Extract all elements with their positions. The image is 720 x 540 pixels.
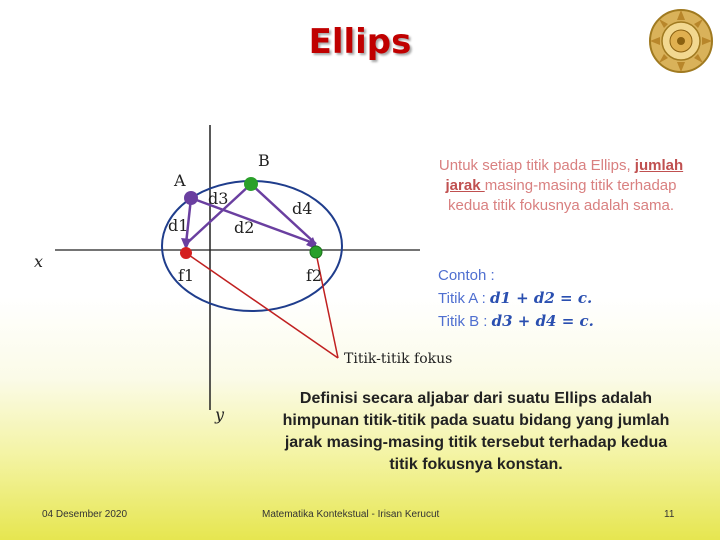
label-f1: f1 (178, 266, 194, 285)
label-y-axis: y (214, 405, 225, 424)
label-d1: d1 (168, 216, 188, 235)
example-row-a: Titik A : d1 + d2 = c. (438, 287, 638, 310)
focus1-leader-line (185, 252, 339, 359)
example-block: Contoh : Titik A : d1 + d2 = c. Titik B … (438, 265, 638, 333)
footer-date: 04 Desember 2020 (42, 509, 128, 520)
example-heading: Contoh : (438, 267, 495, 284)
foci-caption: Titik-titik fokus (344, 351, 452, 367)
statement-end: masing-masing titik terhadap kedua titik… (448, 177, 677, 214)
label-d4: d4 (292, 199, 312, 218)
statement-emphasis: jumlah jarak (445, 157, 684, 194)
university-seal-logo (649, 9, 713, 73)
example-row-b: Titik B : d3 + d4 = c. (438, 310, 638, 333)
d2-line (190, 196, 317, 246)
point-b-marker (244, 177, 258, 191)
label-f2: f2 (306, 266, 322, 285)
footer-page-number: 11 (664, 509, 675, 520)
example-row-b-equation: d3 + d4 = c. (491, 312, 594, 330)
footer-course-title: Matematika Kontekstual - Irisan Kerucut (262, 509, 440, 520)
focus-2-marker (309, 245, 323, 259)
focus-1-marker (180, 247, 192, 259)
focus2-leader-line (315, 252, 339, 359)
label-d2: d2 (234, 218, 254, 237)
statement-start: Untuk setiap titik pada Ellips, (438, 157, 635, 174)
label-x-axis: x (34, 252, 43, 271)
ellipse-property-statement: Untuk setiap titik pada Ellips, jumlah j… (430, 156, 692, 216)
label-d3: d3 (208, 189, 228, 208)
d1-line (184, 197, 193, 245)
label-point-b: B (258, 151, 270, 170)
example-row-b-label: Titik B : (438, 313, 492, 330)
d1-arrowhead (181, 238, 191, 250)
point-a-marker (184, 191, 198, 205)
d4-line (250, 183, 317, 245)
label-point-a: A (173, 171, 186, 190)
slide-title: Ellips (308, 22, 412, 62)
algebraic-definition: Definisi secara aljabar dari suatu Ellip… (282, 390, 670, 473)
example-row-a-equation: d1 + d2 = c. (489, 289, 593, 307)
example-row-a-label: Titik A : (438, 290, 490, 307)
d3-line (185, 183, 252, 245)
